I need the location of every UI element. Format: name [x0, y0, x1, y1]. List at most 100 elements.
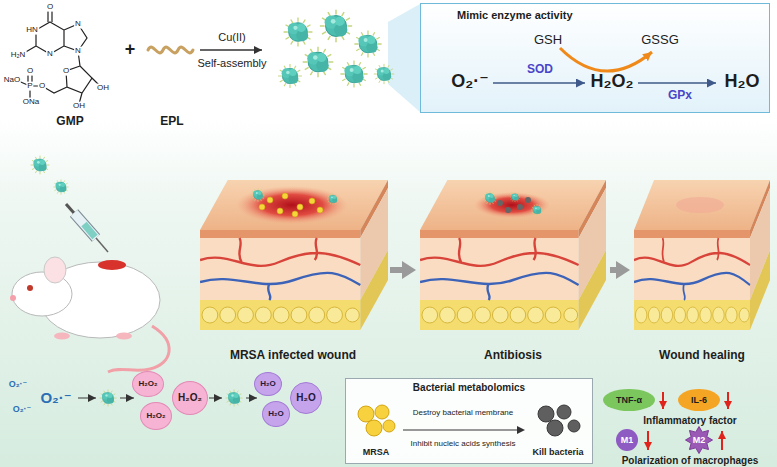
molecule-name: EPL — [160, 115, 183, 128]
connector-arrow — [610, 267, 616, 273]
nanoparticle — [354, 30, 381, 57]
molecule-bubble: H₂O₂ — [140, 402, 172, 430]
enzyme-label: SOD — [527, 63, 553, 76]
macrophage-cell: M1 — [616, 429, 638, 451]
plus-sign: + — [125, 40, 136, 60]
formula-label: GSH — [534, 33, 562, 47]
syringe-barrel — [74, 213, 96, 238]
metabolomics-panel: Bacterial metabolomicsMRSA Kill bacteria — [345, 378, 593, 464]
reaction-arrow — [200, 49, 262, 51]
molecule-bubble: H₂O₂ — [172, 381, 208, 415]
node-text: Mimic enzyme activity — [457, 9, 573, 22]
node-text: H₂O₂ — [138, 379, 157, 388]
bacterium — [547, 420, 563, 436]
mechanism-note: Inhibit nucleic acids synthesis — [411, 440, 516, 449]
bacterium — [538, 406, 554, 422]
infected-wound — [236, 186, 348, 224]
mouse-foot — [116, 333, 132, 340]
reaction-arrow — [638, 82, 716, 84]
bacteria-cluster: MRSA — [352, 401, 400, 459]
node-text: MRSA infected wound — [230, 349, 356, 363]
nanoparticle — [53, 179, 68, 194]
skin-block — [200, 180, 388, 330]
wound-stage: Antibiosis — [418, 176, 608, 364]
chain-arrow — [120, 397, 134, 398]
process-label: Self-assembly — [197, 57, 266, 69]
molecule-name: GMP — [56, 115, 83, 128]
syringe-plunger — [66, 204, 74, 213]
node-text: Bacterial metabolomics — [413, 382, 525, 394]
group-label: Inflammatory factor — [643, 415, 736, 426]
mouse-ear — [44, 257, 66, 283]
node-text: Antibiosis — [484, 349, 542, 363]
callout-wedge — [388, 4, 420, 112]
nanoparticle — [31, 156, 50, 175]
macrophage-outline — [686, 427, 713, 454]
nanoparticle — [278, 64, 302, 88]
formula-label: O₂·⁻ — [13, 405, 32, 415]
cytokine-blob: TNF-α — [603, 389, 655, 411]
nanoparticle — [284, 18, 313, 47]
cytokine-blob: IL-6 — [678, 389, 720, 411]
macrophage-cell: M2 — [686, 427, 712, 453]
chem-atom: O — [62, 67, 70, 76]
bacterium — [557, 405, 571, 419]
chem-atom: O — [38, 82, 46, 91]
molecule-bubble: H₂O — [262, 401, 290, 427]
nanoparticle — [226, 390, 243, 407]
connector-arrow — [390, 267, 402, 273]
chem-atom: OH — [72, 102, 86, 111]
nanoparticle — [320, 10, 352, 42]
reagent-label: Cu(II) — [218, 31, 246, 43]
node-text: Wound healing — [659, 349, 745, 363]
node-text: H₂O — [268, 409, 284, 418]
nanoparticle — [340, 60, 367, 87]
nanoparticle — [251, 188, 265, 202]
node-text: MRSA — [363, 447, 390, 457]
decrease-arrow — [727, 392, 729, 409]
chem-atom: N — [46, 50, 54, 59]
nanoparticle — [327, 193, 339, 205]
node-text: TNF-α — [616, 395, 642, 405]
molecule-bubble: H₂O — [290, 382, 322, 414]
formula-label: O₂·⁻ — [9, 380, 28, 390]
bacterium — [366, 420, 382, 436]
bacterium — [375, 405, 389, 419]
skin-block — [634, 180, 770, 330]
node-text: M2 — [693, 435, 706, 445]
syringe-liquid — [84, 224, 95, 237]
chem-atom: P — [26, 82, 33, 91]
molecule-bubble: H₂O₂ — [132, 371, 164, 397]
chem-atom: N — [74, 47, 82, 56]
decrease-arrow — [662, 392, 664, 409]
node-text: H₂O₂ — [146, 411, 165, 420]
chain-arrow — [209, 397, 222, 398]
dead-bacteria-cluster: Kill bacteria — [528, 401, 588, 459]
node-text: M1 — [621, 435, 634, 445]
chemical-structure — [16, 10, 102, 104]
formula-label: H₂O₂ — [591, 72, 634, 92]
node-text: IL-6 — [691, 395, 707, 405]
chem-atom: NaO — [3, 76, 21, 85]
formula-label: O₂·⁻ — [451, 72, 489, 92]
nanoparticle — [100, 390, 117, 407]
healed-skin — [676, 197, 724, 213]
chem-atom: HN — [25, 26, 39, 35]
skin-block — [420, 180, 606, 330]
node-text: H₂O₂ — [178, 392, 202, 404]
nanoparticle — [303, 47, 334, 78]
ground — [0, 118, 777, 467]
nanoparticle — [510, 192, 520, 202]
group-label: Polarization of macrophages — [622, 455, 759, 466]
mouse-eye — [27, 285, 33, 291]
formula-label: GSSG — [641, 33, 679, 47]
chem-atom: O — [26, 67, 34, 76]
mechanism-note: Destroy bacterial membrane — [413, 409, 513, 418]
bacterium — [568, 420, 580, 432]
mouse-nose — [10, 295, 16, 301]
